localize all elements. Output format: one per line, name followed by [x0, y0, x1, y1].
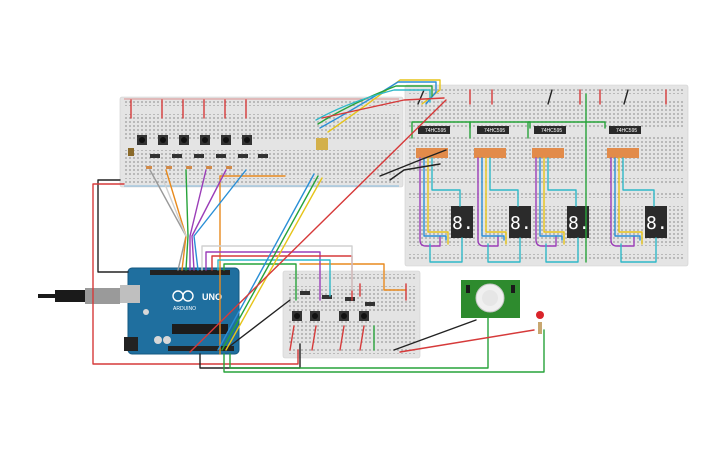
pushbutton[interactable]	[310, 311, 320, 321]
seven-segment-3: 8.	[567, 206, 590, 238]
pushbutton[interactable]	[292, 311, 302, 321]
segment-digit: 8.	[510, 213, 532, 234]
resistors-bottom	[300, 291, 375, 306]
resistors-top	[146, 154, 268, 169]
red-jumpers-bottom	[289, 283, 407, 351]
pir-sensor[interactable]	[461, 280, 520, 318]
pushbutton[interactable]	[242, 135, 252, 145]
shift-register-4: 74HC595	[609, 126, 641, 134]
breadboard-top-left[interactable]	[119, 96, 404, 188]
pushbutton[interactable]	[179, 135, 189, 145]
arduino-uno[interactable]: ARDUINO UNO	[120, 267, 240, 355]
shift-register-1: 74HC595	[418, 126, 450, 134]
shift-register-2: 74HC595	[477, 126, 509, 134]
pushbutton[interactable]	[200, 135, 210, 145]
arduino-logo	[172, 290, 194, 302]
red-jumpers-top	[130, 99, 247, 119]
segment-digit: 8.	[452, 213, 474, 234]
atmega-chip	[172, 324, 228, 334]
usb-port	[120, 285, 140, 303]
pushbutton[interactable]	[137, 135, 147, 145]
pushbutton[interactable]	[359, 311, 369, 321]
pushbutton[interactable]	[339, 311, 349, 321]
indicator-led	[536, 311, 544, 334]
analog-header	[168, 346, 234, 351]
pushbuttons-top[interactable]	[137, 135, 252, 145]
segment-digit: 8.	[646, 213, 668, 234]
capacitor	[154, 336, 162, 344]
chip-label: 74HC595	[425, 128, 446, 134]
arduino-model-text: UNO	[202, 292, 222, 302]
digital-header	[150, 270, 230, 275]
reset-button[interactable]	[143, 309, 149, 315]
chip-label: 74HC595	[541, 128, 562, 134]
seven-segment-4: 8.	[645, 206, 668, 238]
segment-digit: 8.	[568, 213, 590, 234]
resistor-banks	[416, 148, 639, 158]
wire-bundles-right	[411, 93, 657, 263]
pushbutton[interactable]	[221, 135, 231, 145]
chip-label: 74HC595	[484, 128, 505, 134]
power-jack	[124, 337, 138, 351]
arduino-brand-text: ARDUINO	[173, 306, 196, 312]
capacitor-led	[128, 138, 328, 156]
shift-register-3: 74HC595	[534, 126, 566, 134]
wires-main	[92, 79, 545, 373]
pushbuttons-bottom[interactable]	[292, 311, 369, 321]
seven-segment-1: 8.	[451, 206, 474, 238]
capacitor	[163, 336, 171, 344]
chip-label: 74HC595	[616, 128, 637, 134]
pushbutton[interactable]	[158, 135, 168, 145]
seven-segment-2: 8.	[509, 206, 532, 238]
usb-cable	[38, 288, 120, 304]
power-jumpers-right	[417, 89, 667, 105]
